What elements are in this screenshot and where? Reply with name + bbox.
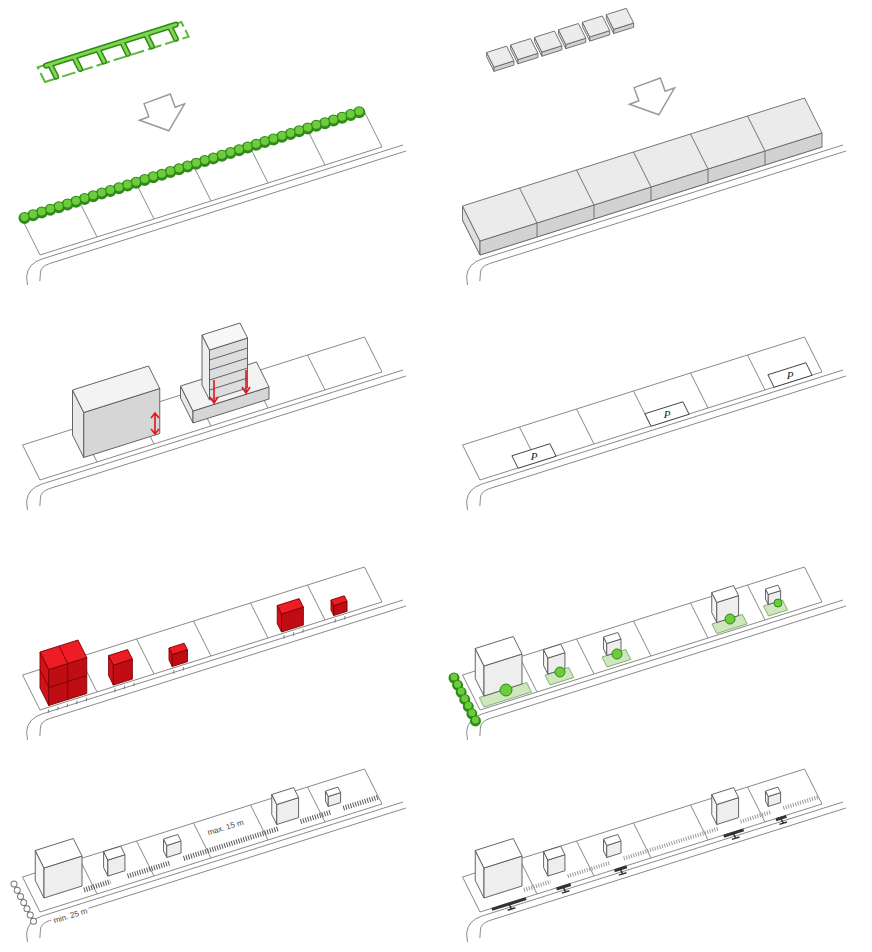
parking-sign: P [643,400,691,428]
parking-sign: P [766,361,814,389]
parking-label: P [787,370,794,381]
tree-panel [0,22,412,285]
parking-sign: P [510,442,558,470]
dimension-label: max. 15 m [205,818,247,839]
greenery-panel [439,561,853,740]
parking-outline-shape [645,402,689,427]
street-furniture-panel [439,763,853,942]
parking-label: P [531,451,538,462]
parking-panel [439,331,853,510]
parking-outline-shape [768,363,812,388]
fence-panel [0,763,412,942]
frontage-panel [0,561,412,740]
parking-label: P [664,409,671,420]
height-panel [0,323,412,510]
slab-panel [439,8,853,285]
parking-outline-shape [512,444,556,469]
dimension-label: min. 25 m [51,907,91,927]
